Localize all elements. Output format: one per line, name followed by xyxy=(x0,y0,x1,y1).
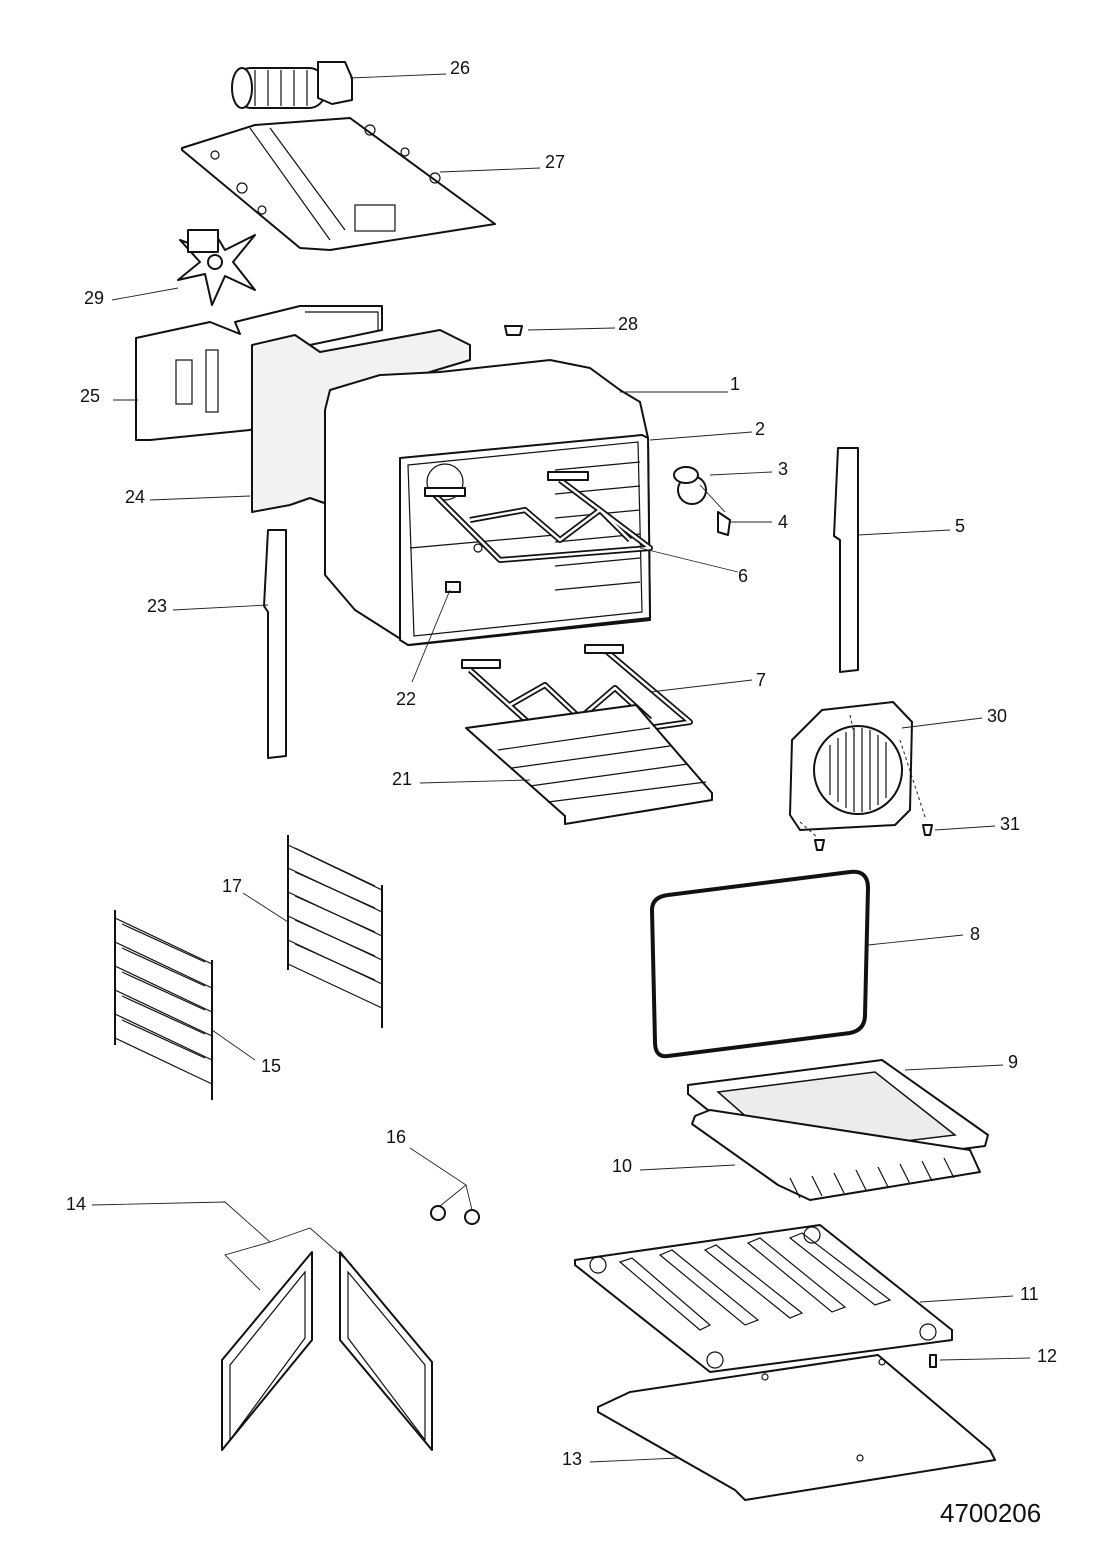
fastener-part[interactable] xyxy=(430,1205,480,1225)
callout-3: 3 xyxy=(778,459,788,479)
callout-15: 15 xyxy=(261,1056,281,1076)
bottom-tray-part[interactable] xyxy=(597,1354,996,1501)
oven-cavity-part[interactable] xyxy=(399,434,651,646)
document-number: 4700206 xyxy=(940,1498,1041,1528)
fan-cover-part[interactable] xyxy=(789,701,913,831)
catalytic-panel-right-part[interactable] xyxy=(339,1251,433,1451)
leader-lines xyxy=(91,73,1031,1463)
left-side-rail-part[interactable] xyxy=(263,529,287,759)
callout-12: 12 xyxy=(1037,1346,1057,1366)
pin-part[interactable] xyxy=(929,1354,937,1368)
callout-5: 5 xyxy=(955,516,965,536)
callout-25: 25 xyxy=(80,386,100,406)
top-plate-part[interactable] xyxy=(181,117,496,251)
callout-26: 26 xyxy=(450,58,470,78)
right-side-rail-part[interactable] xyxy=(833,447,859,673)
catalytic-panel-left-part[interactable] xyxy=(221,1251,313,1451)
callout-6: 6 xyxy=(738,566,748,586)
callout-8: 8 xyxy=(970,924,980,944)
callout-2: 2 xyxy=(755,419,765,439)
callout-23: 23 xyxy=(147,596,167,616)
lamp-holder-part[interactable] xyxy=(717,511,731,536)
callout-29: 29 xyxy=(84,288,104,308)
callout-9: 9 xyxy=(1008,1052,1018,1072)
oven-rack-part[interactable] xyxy=(691,1109,981,1201)
bottom-plate-part[interactable] xyxy=(574,1224,953,1373)
callout-labels: 26 27 29 28 25 1 2 3 4 5 24 6 23 22 7 21… xyxy=(66,58,1057,1528)
callout-11: 11 xyxy=(1020,1284,1039,1304)
drip-tray-part[interactable] xyxy=(465,704,713,825)
screw-part[interactable] xyxy=(799,714,933,851)
callout-22: 22 xyxy=(396,689,416,709)
callout-1: 1 xyxy=(730,374,740,394)
callout-27: 27 xyxy=(545,152,565,172)
callout-21: 21 xyxy=(392,769,412,789)
callout-30: 30 xyxy=(987,706,1007,726)
callout-16: 16 xyxy=(386,1127,406,1147)
callout-13: 13 xyxy=(562,1449,582,1469)
clip-part[interactable] xyxy=(504,325,523,336)
convection-fan-part[interactable] xyxy=(177,229,256,306)
callout-14: 14 xyxy=(66,1194,86,1214)
callout-10: 10 xyxy=(612,1156,632,1176)
callout-7: 7 xyxy=(756,670,766,690)
callout-24: 24 xyxy=(125,487,145,507)
callout-4: 4 xyxy=(778,512,788,532)
door-gasket-part[interactable] xyxy=(650,869,870,1059)
connector-part[interactable] xyxy=(445,581,461,593)
callout-28: 28 xyxy=(618,314,638,334)
shelf-guide-right-part[interactable] xyxy=(287,835,383,1028)
oven-lamp-part[interactable] xyxy=(673,466,707,505)
shelf-guide-left-part[interactable] xyxy=(114,910,213,1100)
upper-heating-element-part[interactable] xyxy=(424,471,653,563)
callout-17: 17 xyxy=(222,876,242,896)
tangential-fan-part[interactable] xyxy=(231,61,353,109)
callout-31: 31 xyxy=(1000,814,1020,834)
